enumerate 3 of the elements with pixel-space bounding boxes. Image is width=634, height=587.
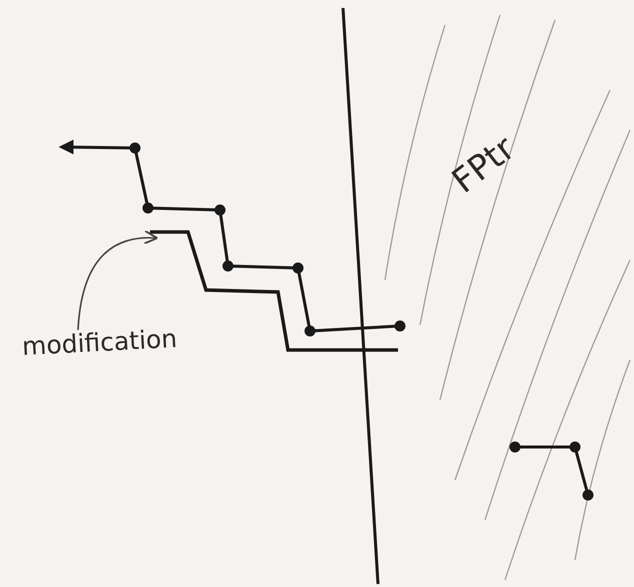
callout-text: modification <box>21 324 178 362</box>
region-label: FPtr <box>444 128 523 202</box>
leader-arrow <box>77 230 158 330</box>
